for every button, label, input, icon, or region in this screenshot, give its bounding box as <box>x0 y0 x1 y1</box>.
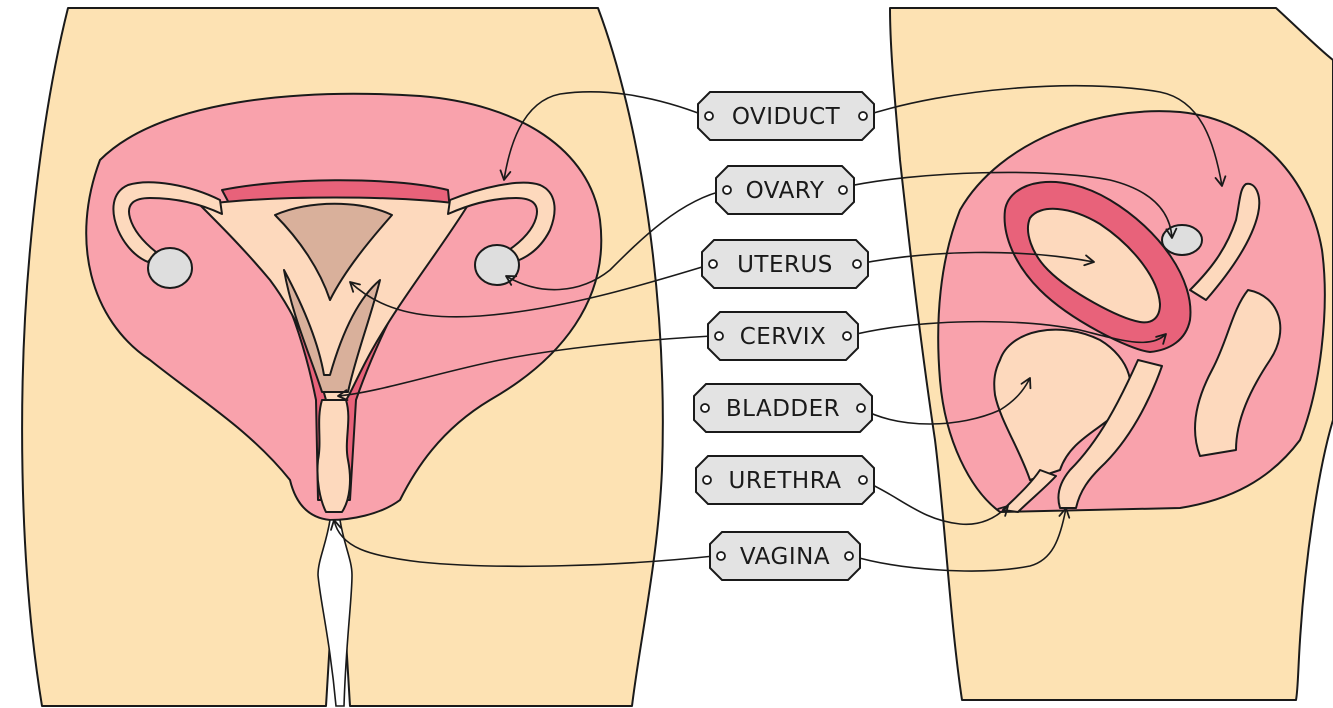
front-vagina <box>317 400 350 512</box>
label-bladder-text: BLADDER <box>726 396 840 422</box>
label-uterus-text: UTERUS <box>737 252 833 278</box>
label-oviduct: OVIDUCT <box>698 92 874 140</box>
front-left-ovary <box>148 248 192 288</box>
label-urethra-text: URETHRA <box>729 468 842 494</box>
front-view <box>22 8 663 706</box>
label-vagina: VAGINA <box>710 532 860 580</box>
label-oviduct-text: OVIDUCT <box>732 104 841 130</box>
side-view <box>890 8 1333 700</box>
label-urethra: URETHRA <box>696 456 874 504</box>
label-vagina-text: VAGINA <box>740 544 830 570</box>
label-ovary-text: OVARY <box>746 178 825 204</box>
side-ovary <box>1162 225 1202 255</box>
label-uterus: UTERUS <box>702 240 868 288</box>
label-bladder: BLADDER <box>694 384 872 432</box>
label-cervix: CERVIX <box>708 312 858 360</box>
label-ovary: OVARY <box>716 166 854 214</box>
label-cervix-text: CERVIX <box>740 324 827 350</box>
